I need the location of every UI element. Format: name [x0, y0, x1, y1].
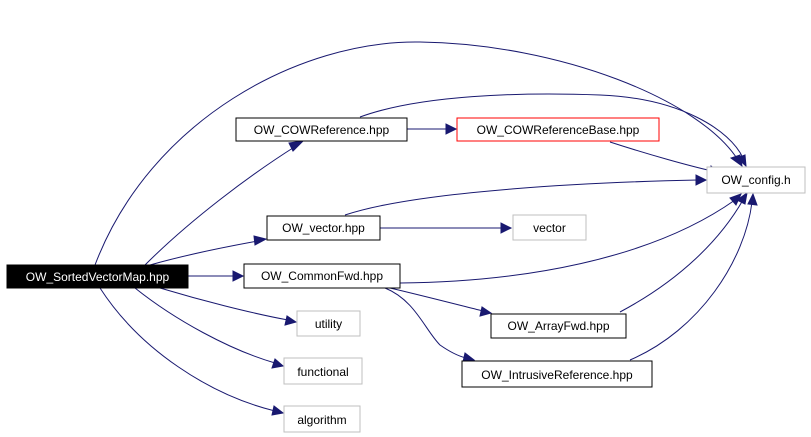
- edge-sortedvectormap-to-utility: [159, 287, 289, 321]
- node-vector[interactable]: vector: [512, 214, 587, 241]
- node-cow-reference[interactable]: OW_COWReference.hpp: [235, 117, 408, 142]
- node-label-config: OW_config.h: [721, 173, 790, 187]
- edge-arrow-vector-hpp-to-config: [695, 174, 708, 186]
- edge-sortedvectormap-to-algorithm: [99, 287, 276, 412]
- edge-arrow-sortedvectormap-to-algorithm: [271, 405, 285, 416]
- edge-vector-hpp-to-config: [344, 179, 699, 216]
- edge-arrow-sortedvectormap-to-functional: [271, 358, 285, 369]
- edge-intrusivereference-to-config: [629, 201, 753, 361]
- edge-cowreferencebase-to-config: [609, 141, 713, 172]
- node-label-cow-reference: OW_COWReference.hpp: [254, 123, 390, 137]
- node-label-functional: functional: [297, 365, 348, 379]
- edge-arrow-cowreference-to-config: [736, 154, 747, 168]
- node-array-fwd[interactable]: OW_ArrayFwd.hpp: [490, 313, 627, 339]
- edge-arrow-cowreference-to-cowreferencebase: [445, 123, 458, 135]
- edge-arrow-sortedvectormap-to-vector-hpp: [253, 235, 268, 246]
- node-label-sorted-vector-map: OW_SortedVectorMap.hpp: [26, 270, 170, 284]
- edge-arrow-intrusivereference-to-config: [747, 192, 758, 206]
- edge-arrow-vector-hpp-to-vector: [500, 222, 513, 234]
- node-intrusive-reference[interactable]: OW_IntrusiveReference.hpp: [461, 360, 653, 388]
- node-config[interactable]: OW_config.h: [706, 166, 806, 194]
- edge-arrow-sortedvectormap-to-commonfwd: [232, 270, 245, 282]
- edge-commonfwd-to-arrayfwd: [389, 287, 484, 312]
- node-label-intrusive-reference: OW_IntrusiveReference.hpp: [481, 368, 633, 382]
- edge-sortedvectormap-to-cowreference: [144, 145, 297, 266]
- node-label-array-fwd: OW_ArrayFwd.hpp: [507, 319, 609, 333]
- edge-cowreference-to-config: [359, 93, 744, 159]
- edge-commonfwd-to-config: [399, 199, 736, 284]
- node-label-utility: utility: [315, 317, 342, 331]
- edge-sortedvectormap-to-config: [94, 41, 739, 266]
- edge-arrow-commonfwd-to-arrayfwd: [479, 306, 493, 317]
- node-algorithm[interactable]: algorithm: [283, 405, 361, 433]
- node-utility[interactable]: utility: [296, 310, 361, 337]
- edge-arrayfwd-to-config: [619, 199, 744, 313]
- node-cow-reference-base[interactable]: OW_COWReferenceBase.hpp: [456, 117, 660, 142]
- node-functional[interactable]: functional: [283, 357, 363, 385]
- node-sorted-vector-map[interactable]: OW_SortedVectorMap.hpp: [6, 264, 189, 289]
- edge-sortedvectormap-to-vector-hpp: [149, 240, 259, 266]
- edge-arrow-arrayfwd-to-config: [736, 191, 748, 205]
- node-label-cow-reference-base: OW_COWReferenceBase.hpp: [477, 123, 640, 137]
- node-common-fwd[interactable]: OW_CommonFwd.hpp: [243, 263, 401, 289]
- edge-sortedvectormap-to-functional: [134, 287, 276, 364]
- edges: [94, 41, 758, 416]
- node-vector-hpp[interactable]: OW_vector.hpp: [266, 215, 381, 241]
- node-label-common-fwd: OW_CommonFwd.hpp: [261, 269, 383, 283]
- edge-arrow-sortedvectormap-to-utility: [284, 315, 298, 326]
- node-label-vector-hpp: OW_vector.hpp: [282, 221, 365, 235]
- node-label-algorithm: algorithm: [297, 413, 346, 427]
- nodes: OW_SortedVectorMap.hpp OW_COWReference.h…: [6, 117, 806, 433]
- edge-arrow-sortedvectormap-to-cowreference: [288, 140, 305, 152]
- node-label-vector: vector: [533, 221, 566, 235]
- edge-commonfwd-to-intrusivereference: [384, 287, 467, 359]
